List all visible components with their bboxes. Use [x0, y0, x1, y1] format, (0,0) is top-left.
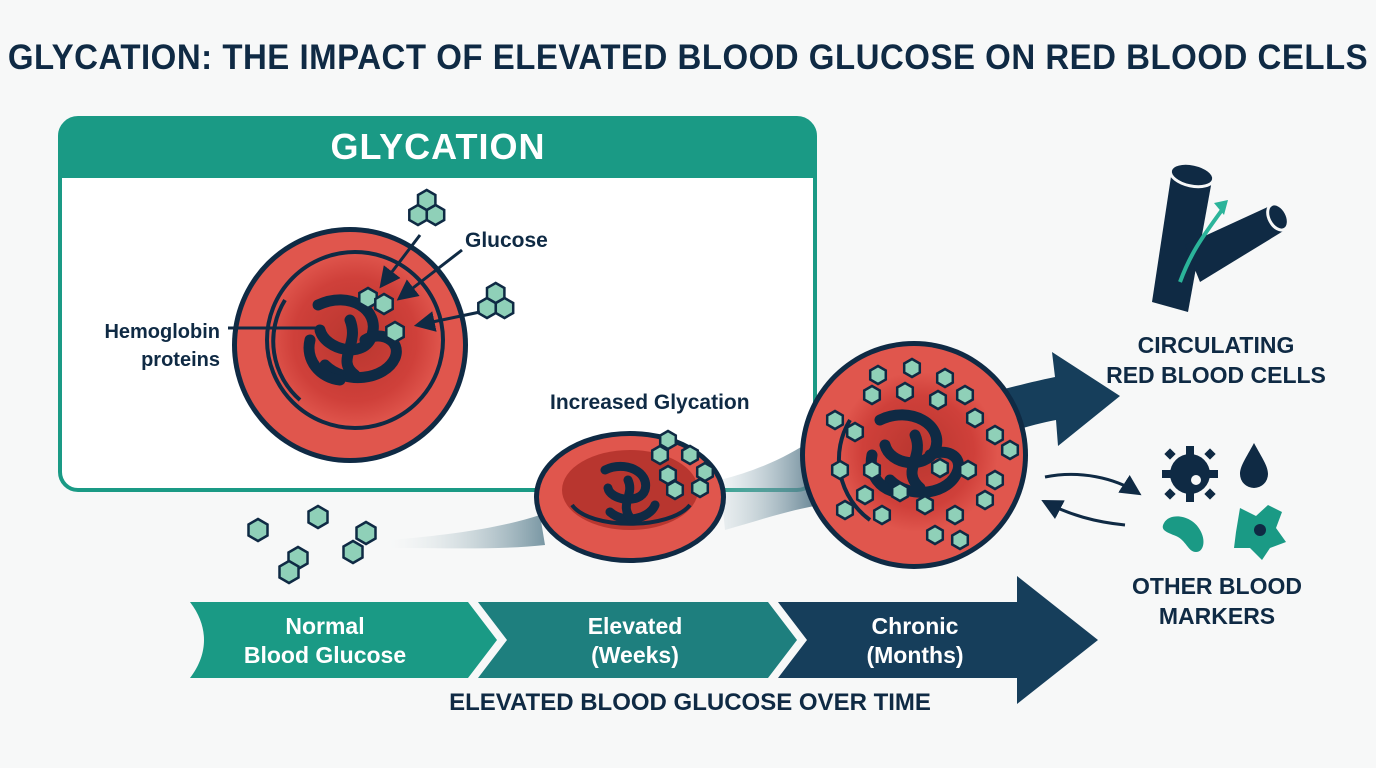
- circulating-arrow: [1000, 352, 1120, 446]
- glucose-hexagon: [965, 407, 985, 429]
- circulating-red-blood-cells-label: CIRCULATING RED BLOOD CELLS: [1106, 332, 1326, 388]
- glucose-hexagon: [915, 494, 935, 516]
- virus-icon: [1162, 446, 1218, 502]
- glucose-hexagon: [342, 539, 364, 565]
- glucose-hexagon: [358, 286, 378, 310]
- glucose-hexagon: [247, 517, 269, 543]
- glucose-hexagon: [835, 499, 855, 521]
- glucose-hexagon: [958, 459, 978, 481]
- panel-red-blood-cell: [232, 227, 468, 463]
- glucose-hexagon: [658, 464, 678, 486]
- stage-label-chronic: Chronic (Months): [866, 613, 964, 668]
- glucose-hexagon: [665, 479, 685, 501]
- stage-label-normal: Normal Blood Glucose: [243, 613, 407, 668]
- panel-title: GLYCATION: [330, 126, 546, 167]
- glucose-hexagon: [855, 484, 875, 506]
- glucose-hexagon: [985, 424, 1005, 446]
- glucose-hexagon: [485, 281, 506, 305]
- motion-trail-1: [390, 515, 545, 549]
- glucose-hexagon: [890, 481, 910, 503]
- motion-trail-2: [720, 440, 820, 530]
- glucose-molecules: [247, 188, 1020, 585]
- glucose-hexagon: [374, 292, 394, 316]
- timeline-caption: ELEVATED BLOOD GLUCOSE OVER TIME: [449, 689, 931, 716]
- glucose-hexagon: [830, 459, 850, 481]
- bacteria-icon: [1162, 516, 1204, 552]
- increased-glycation-label: Increased Glycation: [550, 391, 750, 414]
- glucose-hexagon: [895, 381, 915, 403]
- glucose-hexagon: [925, 524, 945, 546]
- glucose-hexagon: [862, 384, 882, 406]
- other-blood-markers-label: OTHER BLOOD MARKERS: [1132, 573, 1302, 629]
- glucose-hexagon: [658, 429, 678, 451]
- glucose-hexagon: [868, 364, 888, 386]
- blood-drop-icon: [1240, 443, 1268, 488]
- glucose-hexagon: [928, 389, 948, 411]
- glucose-hexagon: [975, 489, 995, 511]
- glucose-hexagon: [385, 320, 405, 344]
- glucose-hexagon: [945, 504, 965, 526]
- stage-arrow-normal: [190, 602, 497, 678]
- annotation-arrows: [228, 234, 481, 332]
- glucose-hexagon: [985, 469, 1005, 491]
- glucose-hexagon: [862, 459, 882, 481]
- timeline: [190, 576, 1098, 704]
- blood-marker-icons: [1162, 443, 1286, 560]
- blood-vessel-icon: [1152, 161, 1290, 312]
- stage-arrow-elevated: [478, 602, 797, 678]
- glucose-hexagon: [680, 444, 700, 466]
- glucose-hexagon: [307, 504, 329, 530]
- hemoglobin-label: Hemoglobin proteins: [104, 321, 220, 371]
- glucose-hexagon: [935, 367, 955, 389]
- glucose-hexagon: [690, 477, 710, 499]
- glucose-hexagon: [950, 529, 970, 551]
- glucose-hexagon: [872, 504, 892, 526]
- glucose-hexagon: [1000, 439, 1020, 461]
- glucose-hexagon: [902, 357, 922, 379]
- glucose-hexagon: [930, 457, 950, 479]
- glucose-hexagon: [955, 384, 975, 406]
- exchange-arrows: [1041, 473, 1142, 527]
- glucose-hexagon: [650, 444, 670, 466]
- glucose-hexagon: [416, 188, 437, 212]
- glucose-hexagon: [845, 421, 865, 443]
- glucose-label: Glucose: [465, 229, 548, 252]
- stage-label-elevated: Elevated (Weeks): [587, 613, 683, 668]
- stage-arrow-chronic: [778, 576, 1098, 704]
- glucose-hexagon: [825, 409, 845, 431]
- page-title: GLYCATION: THE IMPACT OF ELEVATED BLOOD …: [7, 36, 1369, 77]
- hemoglobin-protein-icon: [303, 294, 402, 386]
- glucose-hexagon: [355, 520, 377, 546]
- hemoglobin-protein-icon: [600, 461, 660, 525]
- glucose-hexagon: [278, 559, 300, 585]
